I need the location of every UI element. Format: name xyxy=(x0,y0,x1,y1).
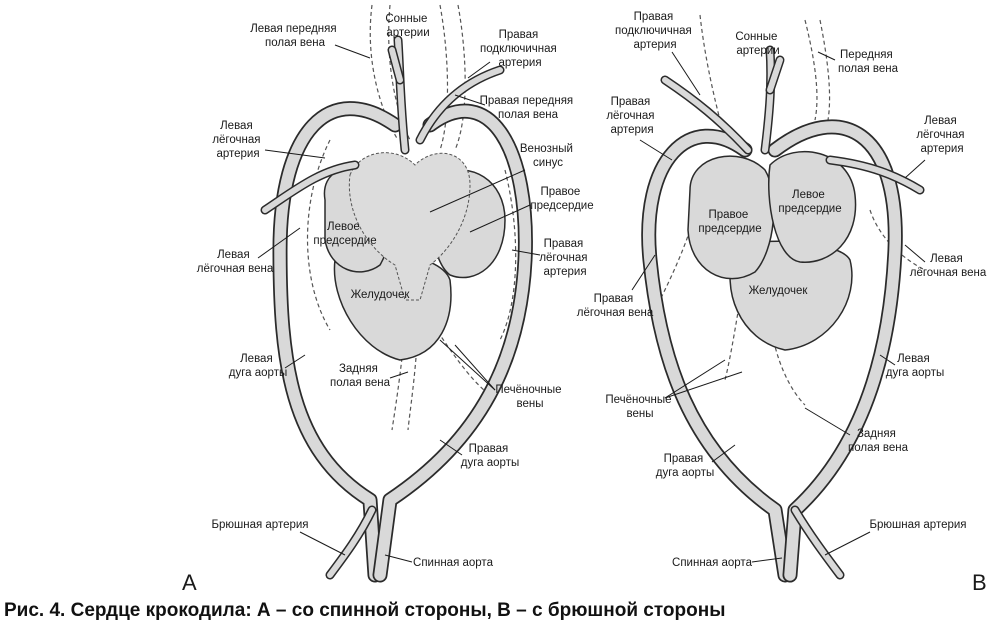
label-left-aortic-arch-a: Левая дуга аорты xyxy=(229,353,287,379)
label-hepatic-veins-a: Печёночные вены xyxy=(495,384,564,410)
figure-caption: Рис. 4. Сердце крокодила: А – со спинной… xyxy=(4,600,726,621)
panel-letter-a: A xyxy=(182,570,197,595)
label-hepatic-veins-b: Печёночные вены xyxy=(605,394,674,420)
label-right-atrium-a: Правое предсердие xyxy=(530,186,593,212)
label-right-atrium-b: Правое предсердие xyxy=(698,209,761,235)
label-carotid-arteries-a: Сонные артерии xyxy=(385,13,430,39)
panel-letter-b: B xyxy=(972,570,987,595)
label-left-atrium-b: Левое предсердие xyxy=(778,189,841,215)
panel-a: Левая передняя полая вена Сонные артерии… xyxy=(182,4,594,595)
label-ventricle-b: Желудочек xyxy=(749,285,809,297)
label-left-pulmonary-vein-b: Левая лёгочная вена xyxy=(910,253,987,279)
label-right-subclavian-a: Правая подключичная артерия xyxy=(480,29,560,69)
label-dorsal-aorta-b: Спинная аорта xyxy=(672,557,753,569)
label-posterior-vena-cava-b: Задняя полая вена xyxy=(848,428,909,454)
left-atrium-b xyxy=(768,150,857,263)
label-left-atrium-a: Левое предсердие xyxy=(313,221,376,247)
label-ventricle-a: Желудочек xyxy=(351,289,411,301)
label-right-pulmonary-vein-b: Правая лёгочная вена xyxy=(577,293,654,319)
label-left-anterior-vena-cava-a: Левая передняя полая вена xyxy=(250,23,340,49)
label-posterior-vena-cava-a: Задняя полая вена xyxy=(330,363,391,389)
label-right-anterior-vena-cava-a: Правая передняя полая вена xyxy=(480,95,577,121)
label-left-pulmonary-artery-a: Левая лёгочная артерия xyxy=(212,120,263,160)
label-celiac-artery-a: Брюшная артерия xyxy=(211,519,308,531)
label-left-aortic-arch-b: Левая дуга аорты xyxy=(886,353,944,379)
label-celiac-artery-b: Брюшная артерия xyxy=(869,519,966,531)
label-right-pulmonary-artery-a: Правая лёгочная артерия xyxy=(539,238,590,278)
label-right-pulmonary-artery-b: Правая лёгочная артерия xyxy=(606,96,657,136)
label-left-pulmonary-artery-b: Левая лёгочная артерия xyxy=(916,115,967,155)
label-left-pulmonary-vein-a: Левая лёгочная вена xyxy=(197,249,274,275)
panel-b: Правая подключичная артерия Сонные артер… xyxy=(577,11,987,595)
label-dorsal-aorta-a: Спинная аорта xyxy=(413,557,494,569)
label-right-aortic-arch-a: Правая дуга аорты xyxy=(461,443,519,469)
label-sinus-venosus-a: Венозный синус xyxy=(520,143,576,169)
label-anterior-vena-cava-b: Передняя полая вена xyxy=(838,49,899,75)
sinus-venosus-a xyxy=(348,152,471,301)
label-carotid-arteries-b: Сонные артерии xyxy=(735,31,780,57)
label-right-aortic-arch-b: Правая дуга аорты xyxy=(656,453,714,479)
label-right-subclavian-b: Правая подключичная артерия xyxy=(615,11,695,51)
